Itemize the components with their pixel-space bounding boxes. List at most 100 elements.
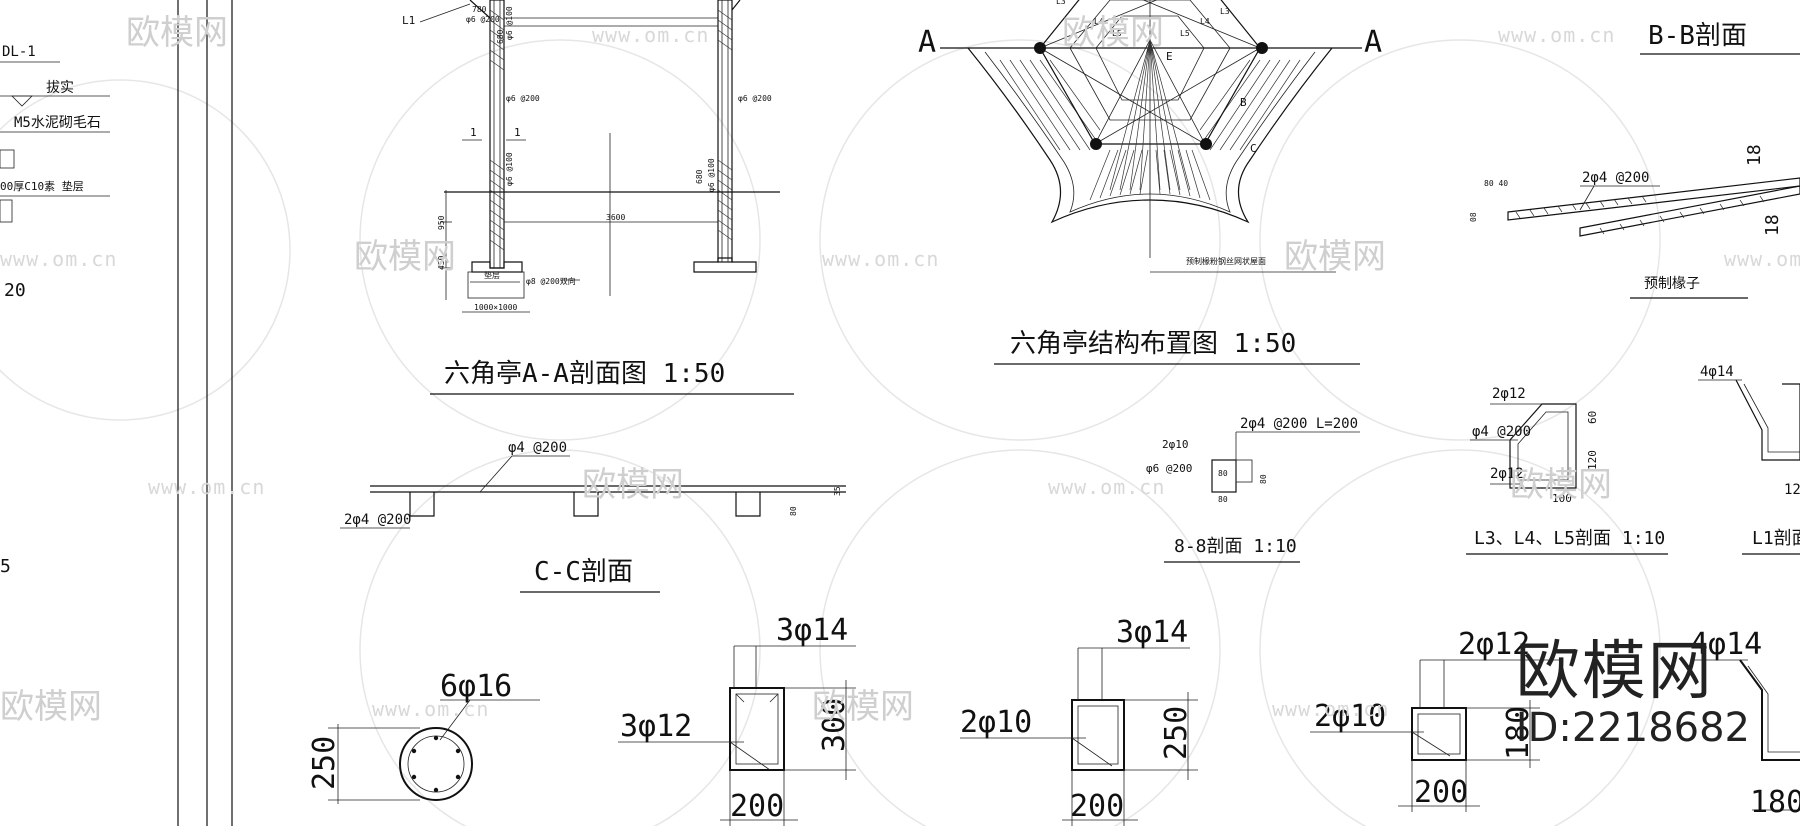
wm-brand-1: 欧模网 bbox=[126, 13, 228, 53]
wm-brand-8: 欧模网 bbox=[812, 687, 914, 727]
s88-d80b: 80 bbox=[1218, 495, 1228, 504]
wm-url-7: www.om.cn bbox=[1048, 475, 1165, 499]
beam3-top: 2φ12 bbox=[1458, 627, 1530, 662]
l345-r3: 2φ12 bbox=[1490, 466, 1524, 482]
bb-rebar: 2φ4 @200 bbox=[1582, 170, 1649, 186]
plan-l3b: L3 bbox=[1220, 7, 1230, 16]
plan-l3a: L3 bbox=[1056, 0, 1066, 6]
plan-node-bl bbox=[1090, 138, 1102, 150]
plan-node-br bbox=[1200, 138, 1212, 150]
l1-r1: 4φ14 bbox=[1700, 364, 1734, 380]
beam1-w: 200 bbox=[730, 789, 784, 824]
column-right bbox=[717, 0, 733, 263]
plan-l5a: L5 bbox=[1112, 29, 1122, 38]
wm-brand-6: 欧模网 bbox=[1510, 465, 1612, 505]
label-span: 3600 bbox=[606, 213, 625, 222]
s88-d80a: 80 bbox=[1259, 474, 1268, 484]
watermark-arcs bbox=[0, 39, 1661, 826]
section-l345: 2φ12 φ4 @200 2φ12 120 60 100 L3、L4、L5剖面 … bbox=[1466, 386, 1668, 555]
wm-url-2: www.om.cn bbox=[1498, 23, 1615, 47]
section-l1: 4φ14 12 L1剖面 bbox=[1698, 364, 1800, 555]
beam1-h: 300 bbox=[817, 698, 852, 752]
roof-hatching bbox=[999, 59, 1301, 201]
plan-l5b: L5 bbox=[1180, 29, 1190, 38]
l345-d120: 120 bbox=[1586, 450, 1599, 470]
beam-section-4: 4φ14 180 bbox=[1690, 627, 1800, 820]
beam3-h: 180 bbox=[1501, 706, 1536, 760]
beam-section-1: 3φ14 3φ12 300 200 bbox=[618, 613, 856, 826]
plan-node-right bbox=[1256, 42, 1268, 54]
beam4-w: 180 bbox=[1750, 785, 1800, 820]
s88-rebar-3: φ6 @200 bbox=[1146, 462, 1192, 475]
title-section-bb: B-B剖面 bbox=[1648, 21, 1747, 51]
wm-url-5: www.om.cn bbox=[1724, 247, 1800, 271]
title-structure-plan: 六角亭结构布置图 1:50 bbox=[1010, 329, 1296, 359]
bb-name: 预制椽子 bbox=[1644, 276, 1700, 292]
beam2-h: 250 bbox=[1159, 706, 1194, 760]
wm-url-6: www.om.cn bbox=[148, 475, 265, 499]
col-round-rebar: 6φ16 bbox=[440, 669, 512, 704]
label-a8-200: φ8 @200双向 bbox=[526, 276, 576, 286]
beam2-w: 200 bbox=[1070, 789, 1124, 824]
cc-bottom-rebar: 2φ4 @200 bbox=[344, 512, 411, 528]
stone-label: M5水泥砌毛石 bbox=[14, 115, 101, 131]
section-aa: L1 φ6 @200 780 φ6 @100 680 φ6 @200 φ6 @2… bbox=[402, 0, 794, 395]
bb-d8: 08 bbox=[1469, 212, 1478, 222]
title-section-aa: 六角亭A-A剖面图 1:50 bbox=[444, 359, 725, 389]
label-a6-100-mid: φ6 @100 bbox=[505, 152, 514, 186]
plan-a-right: A bbox=[1364, 25, 1382, 60]
wm-url-4: www.om.cn bbox=[822, 247, 939, 271]
label-base: 1000×1000 bbox=[474, 303, 518, 312]
plan-l4a: L4 bbox=[1094, 17, 1104, 26]
label-d780: 780 bbox=[472, 5, 487, 14]
beam2-side: 2φ10 bbox=[960, 705, 1032, 740]
plan-a-left: A bbox=[918, 25, 936, 60]
cc-top-rebar: φ4 @200 bbox=[508, 440, 567, 456]
wm-url-3: www.om.cn bbox=[0, 247, 117, 271]
label-a6-200-mid-l: φ6 @200 bbox=[506, 94, 540, 103]
beam1-top: 3φ14 bbox=[776, 613, 848, 648]
watermark-text: 欧模网 www.om.cn 欧模网 www.om.cn www.om.cn 欧模… bbox=[0, 13, 1800, 727]
s88-rebar-top: 2φ4 @200 L=200 bbox=[1240, 416, 1358, 432]
s88-rebar-2: 2φ10 bbox=[1162, 438, 1189, 451]
label-a6-100-top: φ6 @100 bbox=[505, 6, 514, 40]
compact-label: 拔实 bbox=[46, 80, 74, 96]
section-cc: φ4 @200 2φ4 @200 80 35 C-C剖面 bbox=[340, 440, 846, 593]
wm-url-9: www.om.cn bbox=[1272, 697, 1389, 721]
beam2-top: 3φ14 bbox=[1116, 615, 1188, 650]
label-pad: 垫层 bbox=[484, 270, 500, 280]
sheet-border-lines bbox=[177, 0, 233, 826]
section-88: 2φ4 @200 L=200 2φ10 φ6 @200 80 80 80 8-8… bbox=[1146, 416, 1360, 563]
wm-brand-7: 欧模网 bbox=[0, 687, 102, 727]
label-d950: 950 bbox=[437, 215, 446, 230]
mark-1a: 1 bbox=[470, 126, 477, 139]
wm-brand-5: 欧模网 bbox=[582, 465, 684, 505]
title-section-l1: L1剖面 bbox=[1752, 528, 1800, 549]
l345-r1: 2φ12 bbox=[1492, 386, 1526, 402]
bb-d8040: 80 40 bbox=[1484, 179, 1508, 188]
cc-d80: 80 bbox=[789, 506, 798, 516]
col-round-dim: 250 bbox=[307, 736, 342, 790]
title-section-l345: L3、L4、L5剖面 1:10 bbox=[1474, 528, 1665, 549]
plan-note: 预制椽粉钢丝网状屋面 bbox=[1186, 256, 1266, 266]
beam3-side: 2φ10 bbox=[1314, 699, 1386, 734]
beam3-w: 200 bbox=[1414, 775, 1468, 810]
plan-node-left bbox=[1034, 42, 1046, 54]
wm-url-1: www.om.cn bbox=[592, 23, 709, 47]
wm-brand-2: 欧模网 bbox=[1062, 13, 1164, 53]
cc-d35: 35 bbox=[833, 486, 842, 496]
beam-section-2: 3φ14 2φ10 250 200 bbox=[960, 615, 1198, 826]
label-a6-200-mid-r: φ6 @200 bbox=[738, 94, 772, 103]
structure-plan: A A L3 L4 L5 L5 L4 L3 B C E 预制椽粉钢丝网状屋面 六… bbox=[918, 0, 1382, 365]
plan-l4b: L4 bbox=[1200, 17, 1210, 26]
wm-brand-4: 欧模网 bbox=[1284, 237, 1386, 277]
mark-1b: 1 bbox=[514, 126, 521, 139]
s88-d80c: 80 bbox=[1218, 469, 1228, 478]
title-section-88: 8-8剖面 1:10 bbox=[1174, 536, 1297, 557]
left-strip-notes: DL-1 拔实 M5水泥砌毛石 00厚C10素 垫层 20 5 bbox=[0, 44, 110, 577]
beam-label-dl1: DL-1 bbox=[2, 44, 36, 60]
label-d680-top: 680 bbox=[496, 29, 505, 44]
round-column-section: 6φ16 250 bbox=[307, 669, 540, 804]
bb-d18a: 18 bbox=[1744, 144, 1765, 166]
